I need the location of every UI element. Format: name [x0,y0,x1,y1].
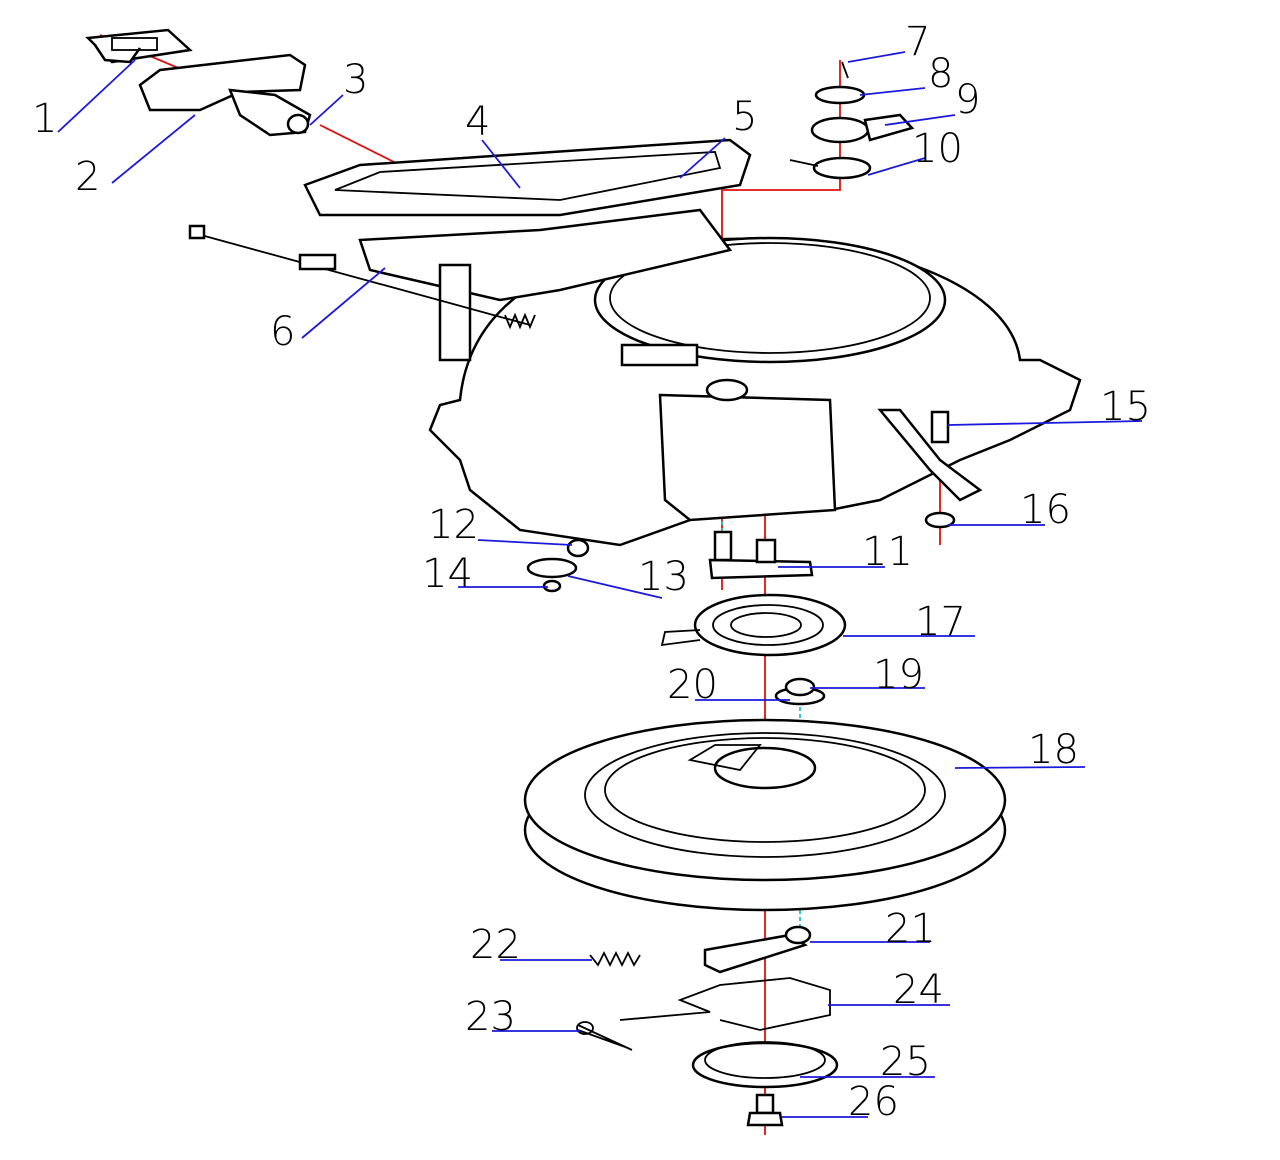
callout-14: 14 [422,551,473,597]
callout-18: 18 [1028,727,1079,773]
callout-17: 17 [915,599,966,645]
part-1-handle-insert [85,28,193,64]
callout-3: 3 [343,57,368,103]
callout-24: 24 [893,967,944,1013]
callout-7: 7 [905,19,930,65]
callout-2: 2 [75,154,100,200]
callout-22: 22 [470,922,521,968]
callout-25: 25 [880,1039,931,1085]
callout-20: 20 [667,662,718,708]
parts-11-14 [526,530,814,593]
callout-11: 11 [862,529,913,575]
callout-1: 1 [32,96,57,142]
part-4-5-cover-frame [303,138,752,217]
callout-15: 15 [1100,384,1151,430]
leader-lines [57,51,1143,1118]
callout-10: 10 [912,126,963,172]
callout-6: 6 [270,309,295,355]
callout-8: 8 [928,51,953,97]
callout-16: 16 [1020,487,1071,533]
callout-12: 12 [428,502,479,548]
callout-19: 19 [873,652,924,698]
callout-26: 26 [848,1079,899,1125]
part-2-starter-handle [138,53,312,137]
callout-labels: 1 2 3 4 5 6 7 8 9 10 11 12 13 14 15 16 1… [32,19,1151,1125]
part-17-spring [660,593,847,657]
callout-4: 4 [465,99,490,145]
callout-13: 13 [638,554,689,600]
callout-5: 5 [732,94,757,140]
part-18-pulley [523,718,1007,912]
part-housing [358,208,1082,547]
parts-21-26 [576,925,839,1127]
callout-9: 9 [955,77,980,123]
callout-23: 23 [465,994,516,1040]
parts-7-10-small-parts [789,61,915,180]
callout-21: 21 [885,906,936,952]
parts-15-16-bolts [877,408,983,529]
part-6-cable [188,224,699,367]
